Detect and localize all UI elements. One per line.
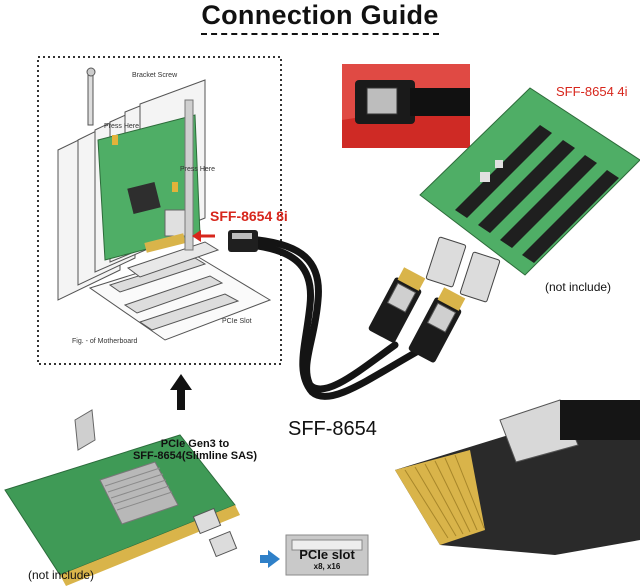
blue-arrow xyxy=(260,550,280,568)
page-title: Connection Guide xyxy=(0,0,640,35)
adapter-ports xyxy=(425,236,501,303)
sff-8i-label: SFF-8654 8i xyxy=(210,208,288,224)
not-include-right-label: (not include) xyxy=(545,280,612,294)
card-title: PCIe Gen3 to SFF-8654(Slimline SAS) xyxy=(110,438,280,462)
press-here-label-1: Press Here xyxy=(104,123,140,130)
motherboard-drawing xyxy=(88,241,272,341)
red-arrow xyxy=(192,230,215,242)
connector-4i-b xyxy=(408,287,466,363)
adapter-board xyxy=(419,87,640,276)
cable-connector-left xyxy=(228,230,258,252)
title-text: Connection Guide xyxy=(201,0,439,35)
pcie-slot-small-label: PCIe Slot xyxy=(222,318,252,325)
pcie-slot-badge-label: PCIe slot xyxy=(299,547,355,562)
sff-4i-label: SFF-8654 4i xyxy=(556,84,628,99)
pcie-slot-badge-sub: x8, x16 xyxy=(313,562,341,571)
card-title-line-1: PCIe Gen3 to xyxy=(160,438,230,450)
motherboard-label: Fig. - of Motherboard xyxy=(72,338,138,345)
bracket-screw-label: Bracket Screw xyxy=(132,72,178,79)
connector-closeup-photo xyxy=(342,64,470,148)
cable xyxy=(254,236,424,400)
raid-card-photo xyxy=(4,409,240,586)
card-title-line-2: SFF-8654(Slimline SAS) xyxy=(132,450,258,462)
large-connector-photo xyxy=(395,399,640,555)
install-frame xyxy=(37,56,282,365)
press-here-label-2: Press Here xyxy=(180,166,216,173)
connector-4i-a xyxy=(368,267,426,343)
not-include-left-label: (not include) xyxy=(28,568,95,582)
up-arrow xyxy=(170,374,192,410)
cable-label: SFF-8654 xyxy=(288,418,377,440)
pcie-slot-badge-bg xyxy=(285,534,369,576)
